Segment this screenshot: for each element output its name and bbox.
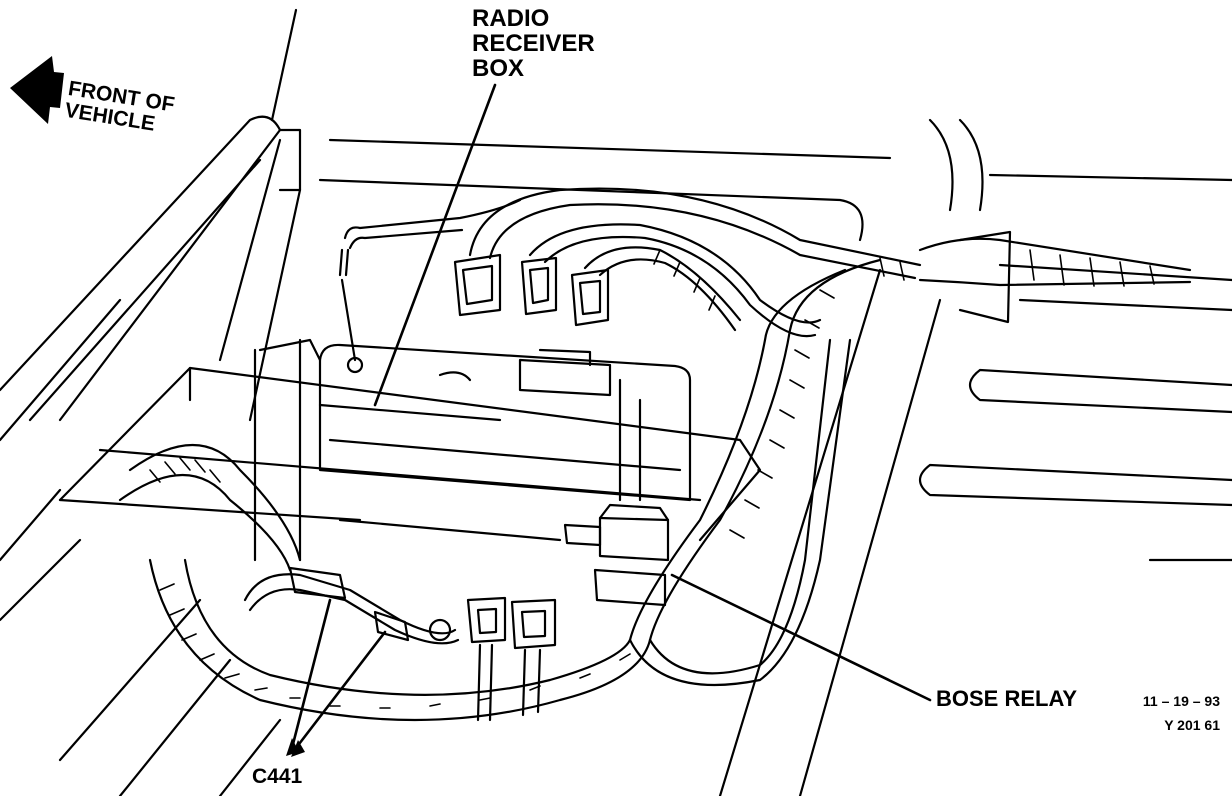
c441-connectors <box>288 566 452 642</box>
wire-harness <box>118 187 1192 722</box>
leader-arrowheads <box>286 738 305 757</box>
front-arrow-icon <box>10 56 64 124</box>
radio-receiver-box-label: RADIO RECEIVER BOX <box>472 5 595 82</box>
body-panel-lines <box>0 8 302 796</box>
right-panel-lines <box>318 118 1232 796</box>
bose-relay <box>563 503 670 607</box>
top-connectors <box>453 253 610 327</box>
leader-lines <box>290 83 932 750</box>
radio-receiver-box <box>253 338 692 562</box>
date-label: 11 – 19 – 93 <box>1142 693 1220 709</box>
figure-code-label: Y 201 61 <box>1164 717 1220 733</box>
harness-wrap-texture <box>149 249 1155 709</box>
c441-label: C441 <box>252 765 303 788</box>
mounting-tray <box>58 366 762 542</box>
bose-relay-label: BOSE RELAY <box>936 686 1078 711</box>
bottom-connectors <box>466 596 557 722</box>
